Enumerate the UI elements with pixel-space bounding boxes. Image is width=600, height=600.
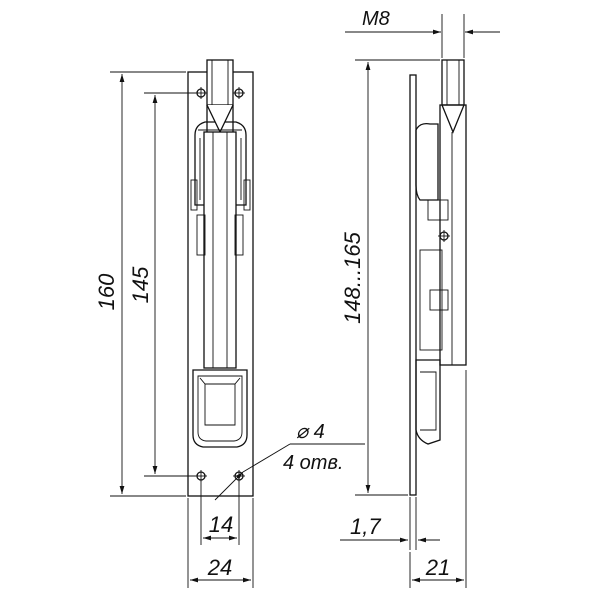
dim-160-label: 160 [94, 273, 119, 310]
bolt-head [198, 59, 242, 135]
dim-thickness-label: 1,7 [350, 514, 381, 539]
side-plate [409, 74, 417, 496]
side-knob [415, 359, 441, 445]
front-view [187, 59, 254, 497]
hole-diameter-label: ⌀ 4 [296, 421, 325, 443]
dim-24-label: 24 [207, 555, 232, 580]
upper-bracket [194, 121, 247, 206]
dim-14-label: 14 [209, 512, 233, 537]
side-view [409, 59, 467, 496]
bolt-knob [192, 369, 248, 448]
dim-145-label: 145 [128, 266, 153, 303]
bolt-rod [196, 131, 244, 369]
hole-count-label: 4 отв. [283, 452, 343, 474]
dimensions-side: M8 148...165 1,7 21 [340, 8, 500, 588]
dim-21-label: 21 [425, 555, 450, 580]
dimensions-front: 160 145 14 24 ⌀ 4 4 отв. [94, 71, 365, 588]
side-upper-bracket [415, 122, 439, 201]
dim-m8-label: M8 [362, 8, 390, 30]
dim-travel-label: 148...165 [340, 231, 365, 324]
